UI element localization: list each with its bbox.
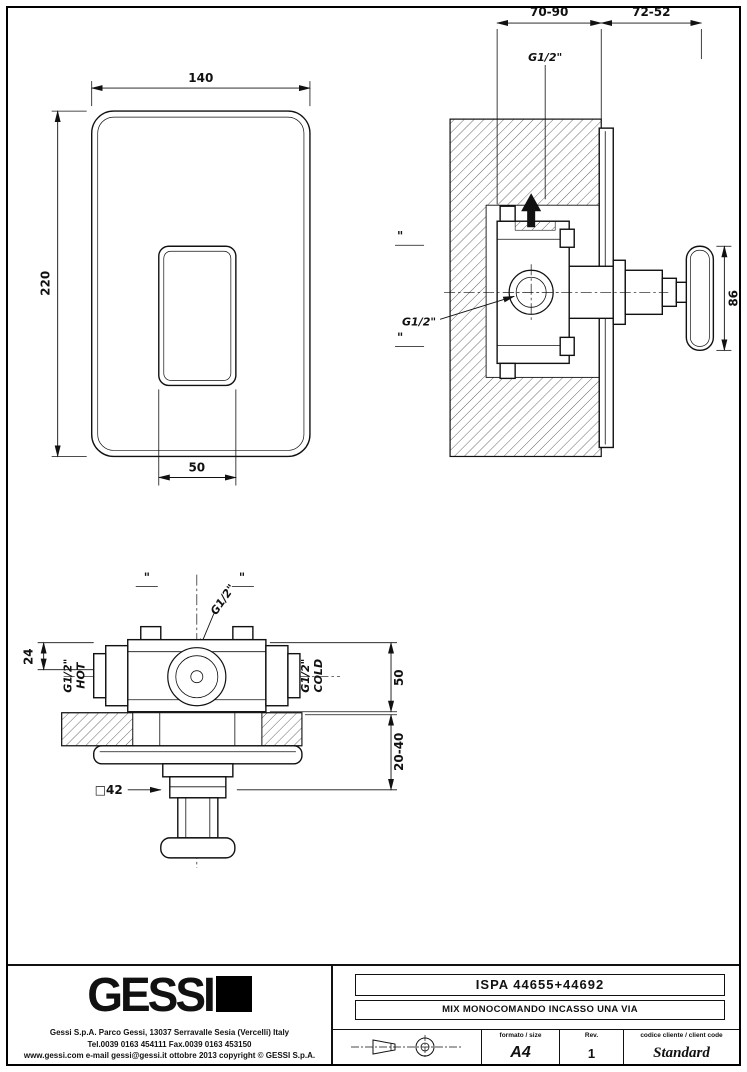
client-code-label: codice cliente / client code <box>640 1032 723 1039</box>
dimension-protrusion-72-52: 72-52 <box>600 8 703 60</box>
wall-hatch-right <box>261 712 303 747</box>
dim-body-height: 50 <box>392 669 406 686</box>
side-view: 70-90 72-52 G1/2" " G1/2" " 86 <box>395 8 739 458</box>
hot-word-label: HOT <box>75 661 88 689</box>
cartridge-circle <box>167 647 227 707</box>
format-cell: formato / size A4 <box>482 1030 560 1064</box>
gessi-logo-text: GESSI <box>87 966 216 1022</box>
company-address: Gessi S.p.A. Parco Gessi, 13037 Serraval… <box>8 1027 331 1061</box>
cold-thread-label: G1/2" <box>299 659 312 693</box>
flow-arrow-icon <box>521 193 542 228</box>
plate-section <box>93 745 303 765</box>
title-block-document: ISPA 44655+44692 MIX MONOCOMANDO INCASSO… <box>333 966 739 1064</box>
address-line-3: www.gessi.com e-mail gessi@gessi.it otto… <box>23 1050 316 1060</box>
dimension-plate-50: 50 <box>157 389 237 486</box>
thread-top-label: G1/2" <box>208 582 238 617</box>
dim-plate-width: 50 <box>188 460 205 474</box>
dimension-20-40: 20-40 <box>236 713 406 791</box>
handle-section <box>160 763 236 859</box>
gessi-logo: GESSI <box>8 968 331 1020</box>
dimension-width-140: 140 <box>90 71 311 107</box>
cold-inlet-label: G1/2" COLD <box>299 659 325 693</box>
front-view: 140 220 50 <box>39 71 311 486</box>
tick-right: " <box>239 571 245 585</box>
hot-inlet-label: G1/2" HOT <box>62 659 88 693</box>
projection-symbol-cell <box>333 1030 482 1064</box>
first-angle-projection-icon <box>351 1035 463 1059</box>
function-plate-outline <box>158 245 237 387</box>
revision-cell: Rev. 1 <box>560 1030 624 1064</box>
dimension-square-42: □42 <box>95 783 162 797</box>
wall-and-plate-section <box>61 712 303 765</box>
document-code-box: ISPA 44655+44692 <box>355 974 725 996</box>
dim-depth-adjust: 20-40 <box>392 733 406 771</box>
dimension-24: 24 <box>22 641 94 671</box>
sheet-frame: 140 220 50 <box>6 6 741 1066</box>
drawing-area: 140 220 50 <box>22 8 739 868</box>
wall-hatch-left <box>61 712 134 747</box>
thread-inlet-label: G1/2" <box>402 315 436 328</box>
dim-front-width: 140 <box>188 71 213 85</box>
dim-port-offset: 24 <box>22 648 36 665</box>
inlet-thread-callout: " G1/2" " <box>395 229 516 347</box>
dimension-handle-86: 86 <box>716 245 739 352</box>
gessi-logo-square-icon <box>215 976 252 1012</box>
thread-outlet-label: G1/2" <box>528 51 562 64</box>
tick-lower: " <box>397 330 403 344</box>
section-view: " " G1/2" <box>22 571 406 868</box>
port-ticks: " " <box>135 571 254 588</box>
client-code-value: Standard <box>653 1044 710 1061</box>
revision-value: 1 <box>587 1045 596 1061</box>
outlet-thread-callout: G1/2" <box>528 51 562 200</box>
tick-upper: " <box>397 229 403 243</box>
dimension-height-220: 220 <box>39 110 87 458</box>
format-value: A4 <box>510 1044 531 1061</box>
valve-body-side <box>496 193 575 380</box>
dim-protrusion-range: 72-52 <box>632 8 670 19</box>
cold-word-label: COLD <box>312 659 325 693</box>
title-block-company: GESSI Gessi S.p.A. Parco Gessi, 13037 Se… <box>8 966 333 1064</box>
revision-label: Rev. <box>584 1032 599 1039</box>
dim-front-height: 220 <box>39 271 53 296</box>
dimension-50: 50 <box>269 641 406 713</box>
valve-body-section <box>93 625 301 713</box>
dimension-depth-70-90: 70-90 <box>496 8 603 205</box>
hot-thread-label: G1/2" <box>62 659 75 693</box>
dim-handle-height: 86 <box>726 290 739 307</box>
address-line-1: Gessi S.p.A. Parco Gessi, 13037 Serraval… <box>49 1028 290 1038</box>
document-code: ISPA 44655+44692 <box>475 977 605 992</box>
dim-square: □42 <box>95 783 123 797</box>
title-block: GESSI Gessi S.p.A. Parco Gessi, 13037 Se… <box>8 964 739 1064</box>
address-line-2: Tel.0039 0163 454111 Fax.0039 0163 45315… <box>87 1039 252 1049</box>
document-title-box: MIX MONOCOMANDO INCASSO UNA VIA <box>355 1000 725 1020</box>
client-code-cell: codice cliente / client code Standard <box>624 1030 739 1064</box>
title-block-bottom-row: formato / size A4 Rev. 1 codice cliente … <box>333 1029 739 1064</box>
dim-depth-range: 70-90 <box>530 8 568 19</box>
tick-left: " <box>144 571 150 585</box>
document-title: MIX MONOCOMANDO INCASSO UNA VIA <box>442 1004 638 1015</box>
format-label: formato / size <box>499 1032 542 1039</box>
